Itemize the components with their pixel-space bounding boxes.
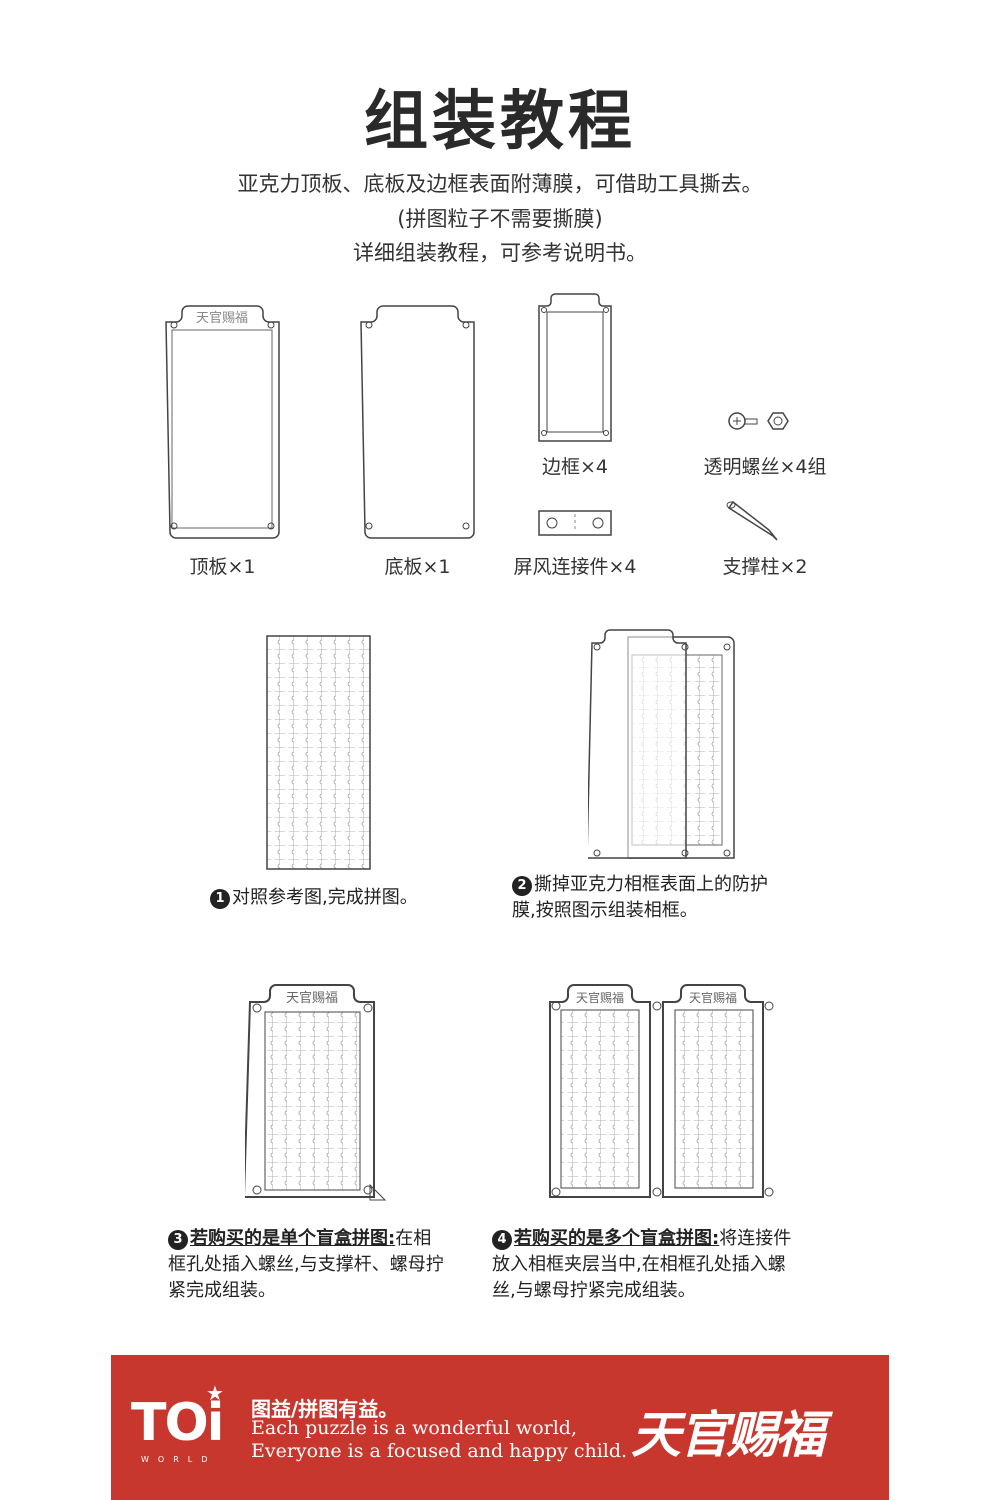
screws-label: 透明螺丝×4组 [703, 456, 827, 478]
brand-logo: 天官赐福 [631, 1406, 825, 1464]
step-3-text-1: 在相 [395, 1228, 432, 1249]
single-frame-logo: 天官赐福 [286, 990, 338, 1006]
top-plate-illustration: 天官赐福 [165, 305, 280, 539]
step-4-text-3: 丝,与螺母拧紧完成组装。 [492, 1280, 696, 1301]
footer-banner: TOi ★ WORLD 图益/拼图有益。 Each puzzle is a wo… [111, 1355, 889, 1500]
page-title: 组装教程 [364, 85, 636, 159]
step-1-number: 1 [210, 889, 230, 909]
top-plate-label: 顶板×1 [189, 556, 256, 578]
double-frame-illustration: 天官赐福 天官赐福 [549, 984, 774, 1198]
intro-line-3: 详细组装教程，可参考说明书。 [353, 241, 647, 265]
step-3-number: 3 [168, 1230, 188, 1250]
banner-slogan-en-2: Everyone is a focused and happy child. [251, 1440, 628, 1462]
step-3-text-2: 框孔处插入螺丝,与支撑杆、螺母拧 [168, 1254, 444, 1275]
puzzle-illustration [266, 635, 371, 870]
stand-illustration [726, 500, 778, 541]
connector-illustration [538, 510, 612, 536]
intro-line-2: (拼图粒子不需要撕膜) [397, 207, 603, 231]
world-text: WORLD [141, 1455, 217, 1464]
step-2-text-2: 膜,按照图示组装相框。 [512, 900, 698, 921]
frame-label: 边框×4 [541, 456, 608, 478]
step-4-text-2: 放入相框夹层当中,在相框孔处插入螺 [492, 1254, 786, 1275]
step-2-text-1: 撕掉亚克力相框表面上的防护 [534, 874, 768, 895]
frame-illustration [538, 293, 612, 442]
star-icon: ★ [206, 1381, 224, 1405]
step-3-text-3: 紧完成组装。 [168, 1280, 276, 1301]
step-4-text-1: 将连接件 [719, 1228, 792, 1249]
screw-nut-illustration [728, 412, 789, 430]
frame-assembly-illustration [588, 629, 735, 859]
plate-logo: 天官赐福 [196, 310, 248, 326]
single-frame-illustration: 天官赐福 [245, 984, 387, 1201]
double-frame-logo-right: 天官赐福 [689, 990, 737, 1005]
bottom-plate-illustration [360, 305, 475, 539]
intro-line-1: 亚克力顶板、底板及边框表面附薄膜，可借助工具撕去。 [237, 172, 763, 196]
double-frame-logo-left: 天官赐福 [576, 990, 624, 1005]
step-4-number: 4 [492, 1230, 512, 1250]
banner-slogan-cn: 图益/拼图有益。 [251, 1397, 399, 1421]
stand-label: 支撑柱×2 [722, 556, 808, 578]
connector-label: 屏风连接件×4 [513, 556, 637, 578]
bottom-plate-label: 底板×1 [384, 556, 451, 578]
toi-logo: TOi [131, 1393, 224, 1453]
step-3-bold: 若购买的是单个盲盒拼图: [190, 1228, 396, 1249]
banner-slogan-en-1: Each puzzle is a wonderful world, [251, 1417, 578, 1439]
step-1-text: 对照参考图,完成拼图。 [232, 887, 418, 908]
step-2-number: 2 [512, 876, 532, 896]
step-4-bold: 若购买的是多个盲盒拼图: [514, 1228, 720, 1249]
